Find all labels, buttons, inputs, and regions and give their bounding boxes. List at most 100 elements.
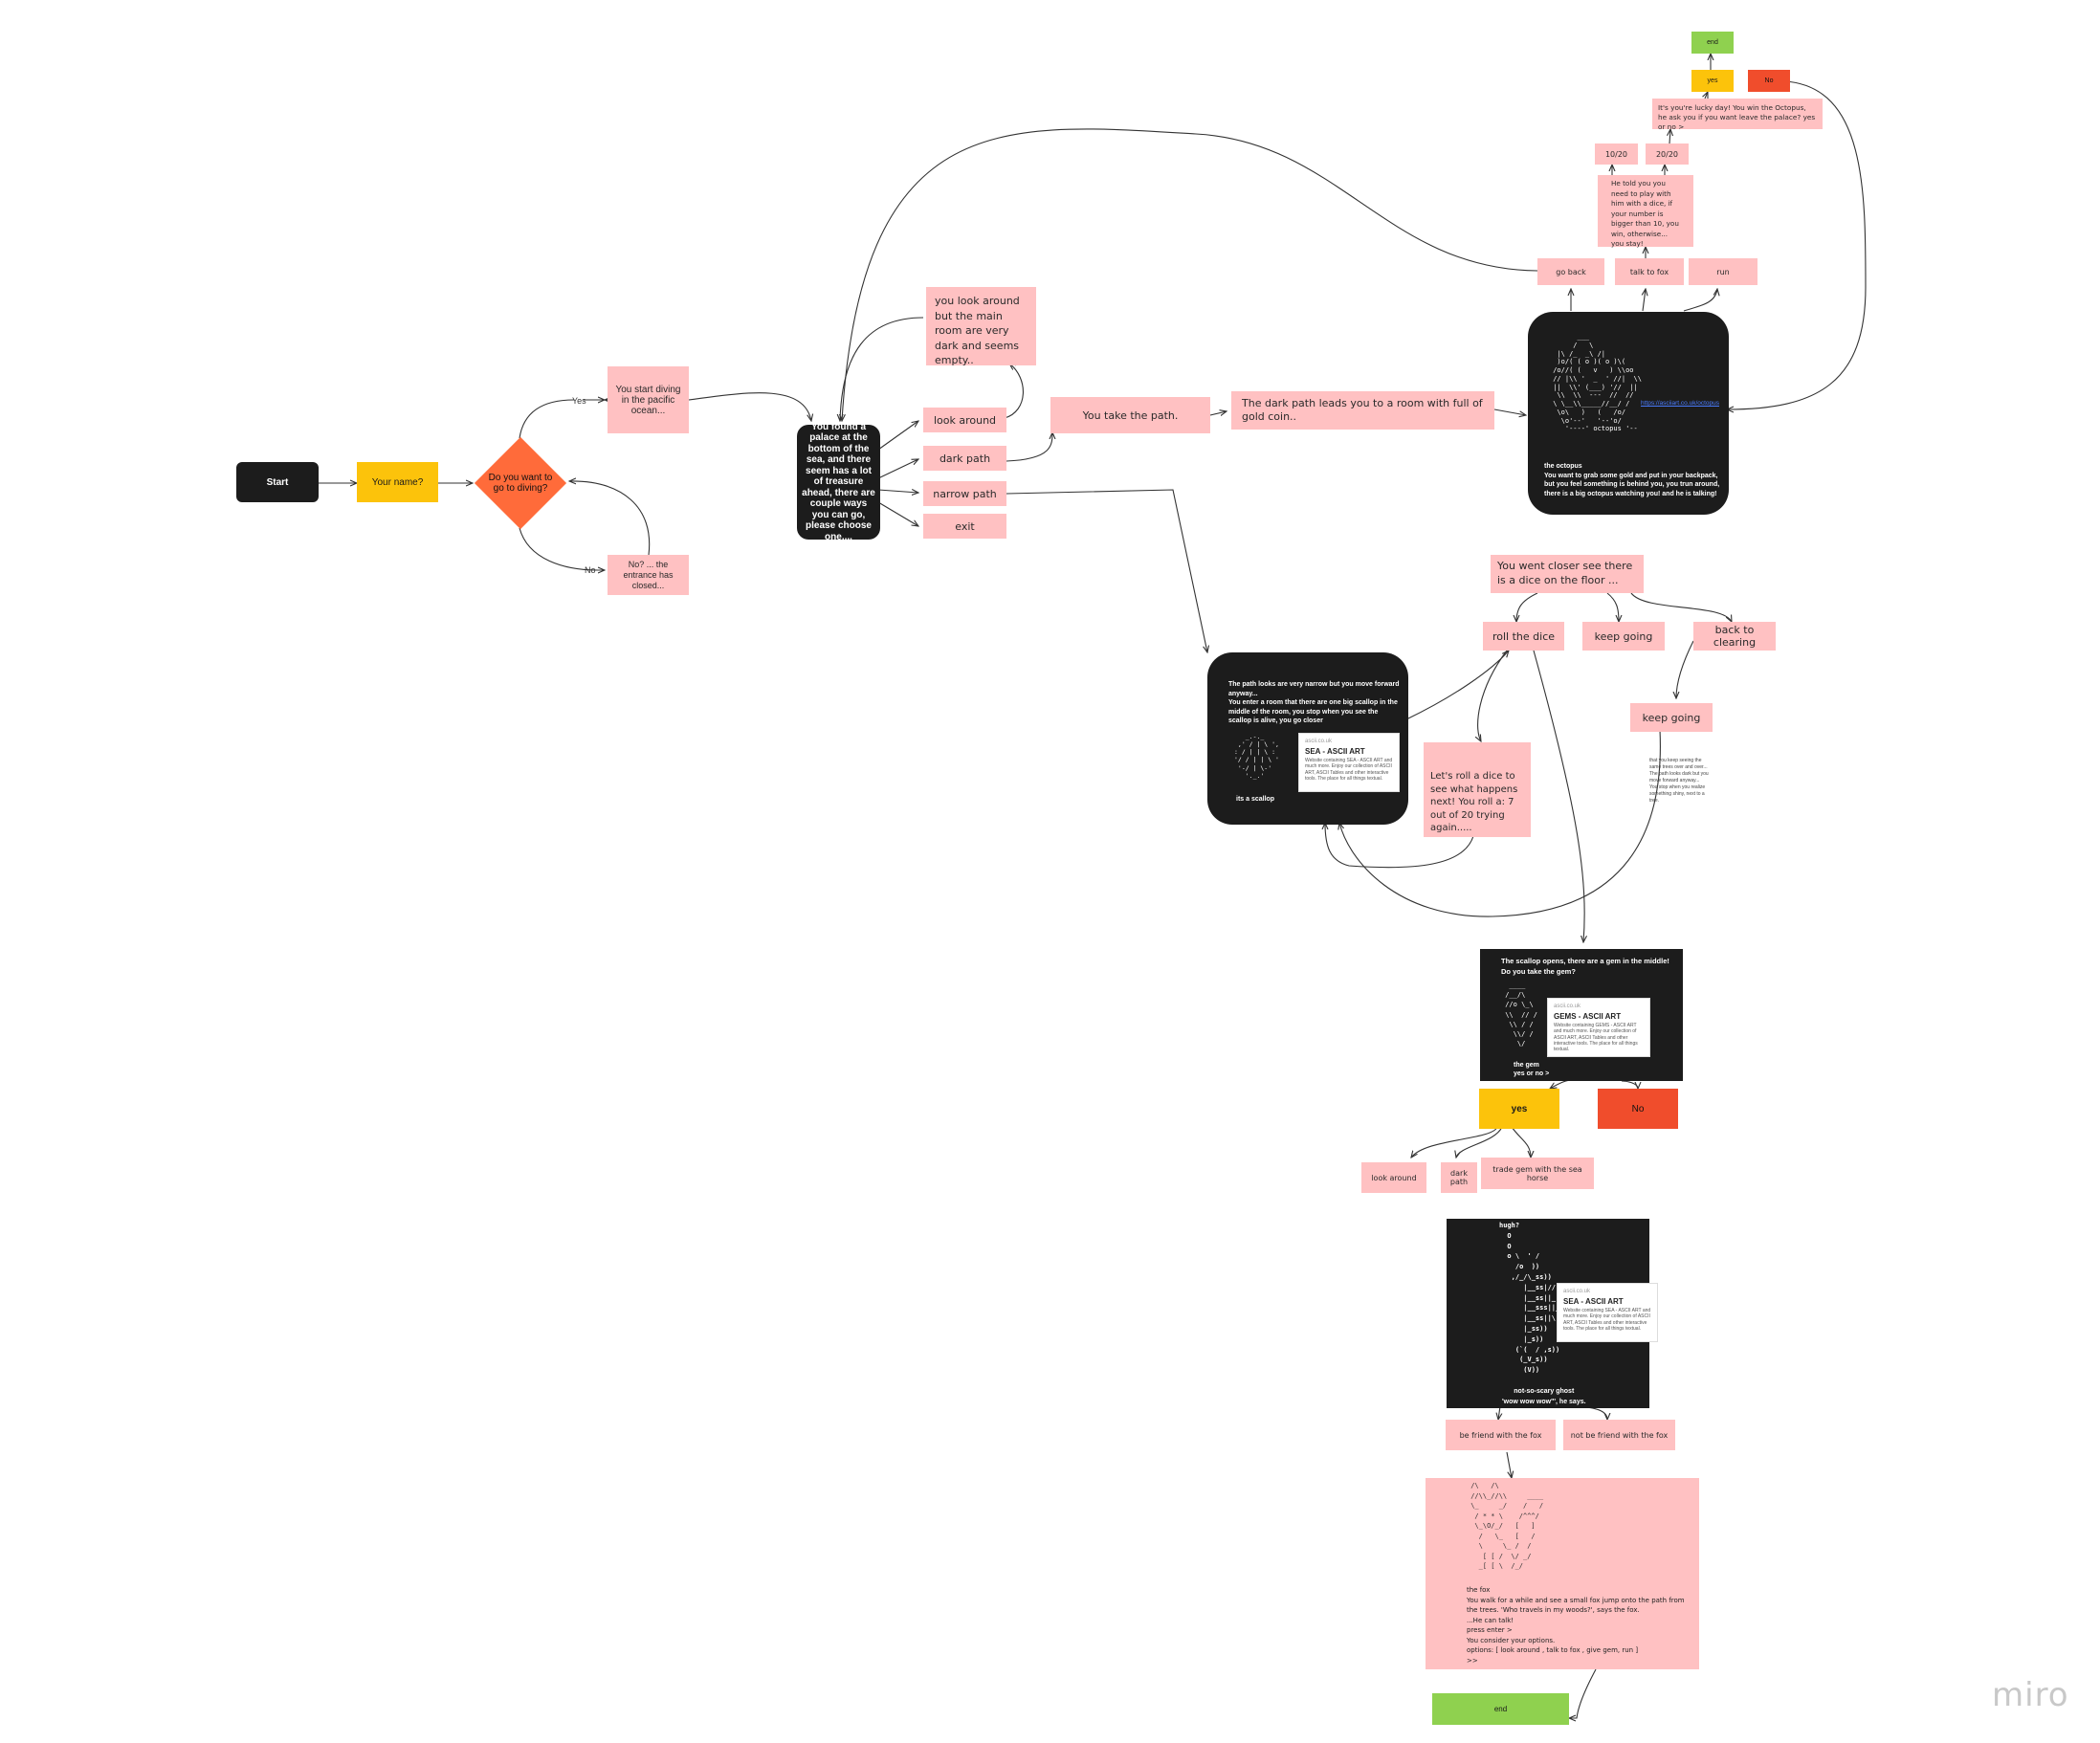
option-narrow-path[interactable]: narrow path [923, 481, 1006, 506]
scallop-caption: its a scallop [1236, 796, 1275, 803]
octopus-link[interactable]: https://asciiart.co.uk/octopus [1641, 400, 1720, 407]
edge-yes-to-look [1411, 1126, 1498, 1158]
gem-caption: the gem yes or no > [1514, 1062, 1550, 1077]
edge-yes-to-trade [1511, 1126, 1531, 1158]
ghost-node: hugh? O O o \ ' / /o )) ,/_/\_ss)) |__ss… [1447, 1219, 1658, 1408]
option-dark-path[interactable]: dark path [923, 446, 1006, 471]
top-no-node: No [1748, 70, 1790, 92]
bottom-end-node: end [1432, 1693, 1569, 1725]
edge-decision-yes [519, 400, 620, 439]
gem-node: The scallop opens, there are a gem in th… [1480, 949, 1683, 1081]
fox-caption: the fox You walk for a while and see a s… [1467, 1586, 1685, 1665]
top-yes-node: yes [1691, 70, 1734, 92]
edge-narrow-to-scallop [1006, 489, 1207, 652]
edge-closed-to-decision [569, 481, 651, 556]
option-keep-going-2[interactable]: keep going [1630, 703, 1713, 732]
dark-room-node: The dark path leads you to a room with f… [1231, 391, 1494, 430]
edge-fox-to-end [1569, 1668, 1597, 1718]
option-roll-dice[interactable]: roll the dice [1483, 622, 1564, 651]
palace-node: You found a palace at the bottom of the … [797, 422, 880, 542]
edge-lucky-to-yes [1705, 92, 1708, 99]
option-trade-gem[interactable]: trade gem with the sea horse [1481, 1158, 1594, 1189]
edge-dark-to-take [1006, 432, 1052, 462]
take-path-node: You take the path. [1050, 397, 1210, 433]
octopus-node: ___ / \ |\ /_ _\ /| )o/( ( o )( o )\( /o… [1528, 312, 1729, 515]
ghost-caption: not-so-scary ghost 'wow wow wow"', he sa… [1502, 1388, 1586, 1405]
gem-title: The scallop opens, there are a gem in th… [1501, 957, 1669, 976]
fox-node: /\ /\ //\\_//\\ ____ \_ _/ / / / * * \ /… [1426, 1478, 1699, 1669]
option-go-back[interactable]: go back [1537, 258, 1604, 285]
sea-link-card[interactable]: ascii.co.uk SEA - ASCII ART Website cont… [1298, 733, 1400, 792]
option-keep-going[interactable]: keep going [1582, 622, 1665, 651]
scallop-node: The path looks are very narrow but you m… [1207, 652, 1408, 825]
option-run[interactable]: run [1689, 258, 1757, 285]
edge-closer-to-roll [1516, 592, 1538, 622]
edge-gem-to-no [1621, 1080, 1638, 1089]
ghost-ascii: hugh? O O o \ ' / /o )) ,/_/\_ss)) |__ss… [1499, 1222, 1564, 1375]
top-end-node: end [1691, 32, 1734, 54]
score-low: 10/20 [1595, 143, 1638, 165]
small-note: that you keep seeing the same trees over… [1649, 758, 1709, 804]
edge-scallop-to-roll [1405, 651, 1509, 720]
decision-label: Do you want to go to diving? [488, 473, 553, 494]
edge-label-yes: Yes [572, 396, 586, 406]
edge-goback-to-palace [842, 128, 1538, 421]
score-high: 20/20 [1646, 143, 1689, 165]
scallop-text: The path looks are very narrow but you m… [1228, 681, 1400, 724]
option-talk-to-fox[interactable]: talk to fox [1615, 258, 1684, 285]
gem-no-node: No [1598, 1089, 1678, 1129]
edge-yes-to-dark [1456, 1126, 1503, 1158]
octopus-caption: the octopus You want to grab some gold a… [1544, 463, 1720, 497]
ghost-sea-link-card[interactable]: ascii.co.uk SEA - ASCII ART Website cont… [1557, 1283, 1658, 1342]
edge-back-to-keep2 [1676, 640, 1694, 698]
dice-game-node: He told you you need to play with him wi… [1598, 175, 1693, 248]
your-name-node: Your name? [357, 462, 438, 502]
gem-ascii: ____ /__/\ //o \_\ \\ // / \\ / / \\/ / … [1505, 982, 1537, 1048]
start-node: Start [236, 462, 319, 502]
went-closer-node: You went closer see there is a dice on t… [1491, 555, 1644, 593]
edge-diving-to-palace [688, 392, 811, 421]
miro-logo: miro [1992, 1676, 2069, 1714]
edge-ghost-to-notfriend [1578, 1405, 1607, 1420]
decision-diamond [474, 436, 567, 530]
edge-octopus-to-talk [1643, 289, 1646, 312]
option-back-to-clearing[interactable]: back to clearing [1693, 622, 1776, 651]
start-diving-node: You start diving in the pacific ocean... [608, 366, 689, 433]
edge-palace-to-exit [877, 501, 918, 526]
edge-high-to-lucky [1669, 129, 1670, 144]
option-exit[interactable]: exit [923, 514, 1006, 539]
edge-closer-to-back [1630, 592, 1732, 622]
edge-label-no: No [585, 565, 596, 575]
edge-no-to-octopus [1727, 80, 1867, 409]
option-gem-look-around[interactable]: look around [1361, 1162, 1426, 1193]
fox-ascii: /\ /\ //\\_//\\ ____ \_ _/ / / / * * \ /… [1470, 1482, 1544, 1570]
scallop-ascii: _.-._ ,' / | \ ', : / | | \ : '/ / | | \… [1234, 733, 1279, 780]
edge-decision-no [519, 527, 605, 570]
edge-rollresult-to-scallop [1325, 823, 1474, 869]
lucky-day-node: It's you're lucky day! You win the Octop… [1652, 99, 1823, 131]
entrance-closed-node: No? ... the entrance has closed... [608, 555, 689, 595]
edge-keep2-to-scallop [1339, 729, 1661, 917]
edge-palace-to-narrow [877, 490, 918, 493]
gem-link-card[interactable]: ascii.co.uk GEMS - ASCII ART Website con… [1547, 998, 1650, 1057]
option-gem-dark-path[interactable]: dark path [1441, 1162, 1477, 1193]
edge-gem-to-yes [1550, 1079, 1570, 1089]
edge-darkroom-to-octopus [1493, 408, 1526, 415]
octopus-ascii: ___ / \ |\ /_ _\ /| )o/( ( o )( o )\( /o… [1553, 333, 1642, 433]
option-not-friend[interactable]: not be friend with the fox [1563, 1420, 1675, 1450]
option-be-friend[interactable]: be friend with the fox [1446, 1420, 1556, 1450]
edge-lookdesc-to-palace [840, 317, 924, 421]
edge-befriend-to-fox [1506, 1451, 1512, 1478]
gem-yes-node: yes [1479, 1089, 1559, 1129]
edge-palace-to-dark [877, 459, 918, 479]
edge-roll-to-gem [1533, 650, 1584, 942]
edge-ghost-to-befriend [1498, 1405, 1500, 1420]
edge-octopus-to-run [1683, 289, 1717, 312]
edge-palace-to-look [877, 421, 918, 451]
edge-closer-to-keep [1606, 592, 1619, 622]
edge-take-to-darkroom [1209, 411, 1227, 415]
look-around-desc: you look around but the main room are ve… [926, 287, 1036, 366]
option-look-around[interactable]: look around [923, 408, 1006, 432]
edge-look-to-lookdesc [1004, 364, 1024, 419]
roll-result-node: Let's roll a dice to see what happens ne… [1424, 742, 1531, 837]
